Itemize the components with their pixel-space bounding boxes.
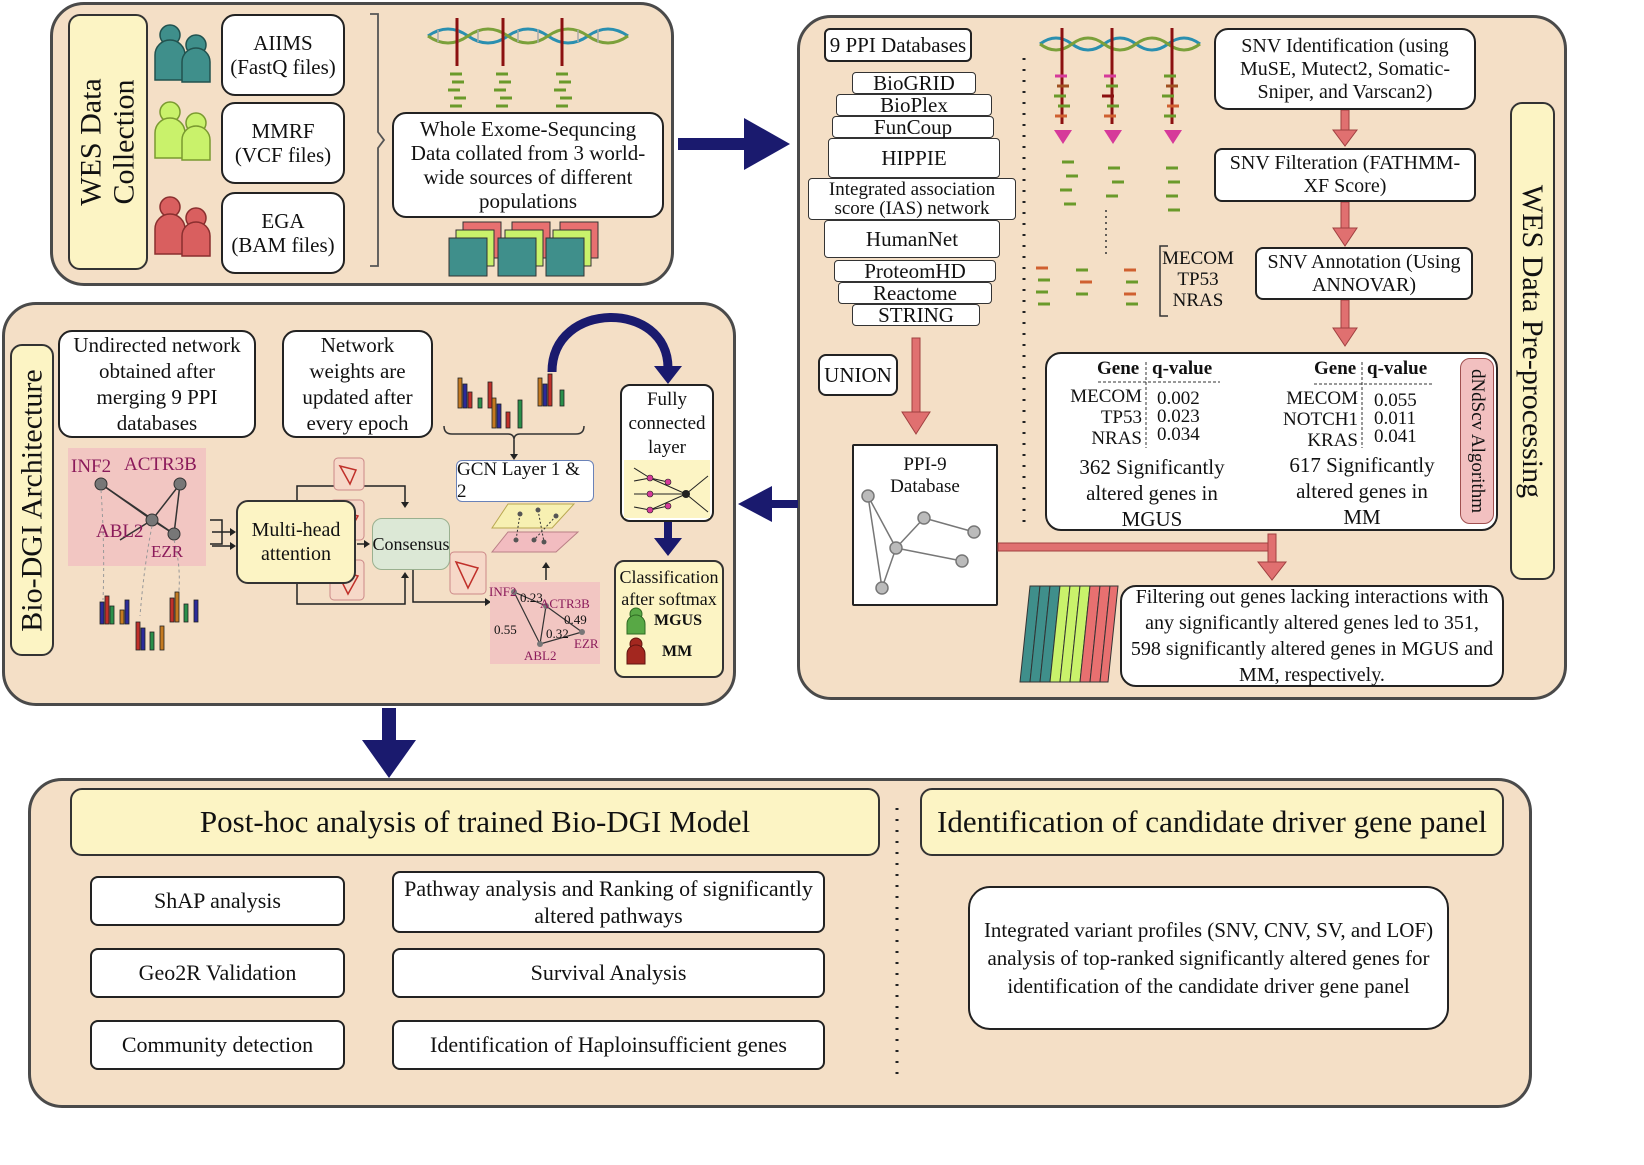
file-stack-icons [448,221,599,277]
posthoc-haploinsufficient-genes: Identification of Haploinsufficient gene… [392,1020,825,1070]
classification-label: Classification after softmax [619,567,719,609]
ppi9-network-graph [861,489,981,595]
ppi-db-reactome: Reactome [838,281,992,305]
snv-annotation-box: SNV Annotation (Using ANNOVAR) [1255,247,1473,300]
collection-to-preprocessing-arrow [678,118,790,170]
ppi9-database-box: PPI-9 Database [852,444,998,606]
posthoc-title: Post-hoc analysis of trained Bio-DGI Mod… [70,788,880,856]
ppi-db-humannet: HumanNet [824,220,1000,258]
wes-summary-box: Whole Exome-Sequncing Data collated from… [392,112,664,218]
mgus-person-icon [626,607,646,635]
ppi-header-box: 9 PPI Databases [824,28,972,62]
dndscv-algorithm-label: dNdScv Algorithm [1460,358,1494,524]
preprocessing-to-architecture-arrow [738,486,798,522]
read-stack-icons [1054,74,1179,118]
class-mgus-label: MGUS [654,612,702,629]
filter-result-box: Filtering out genes lacking interactions… [1120,585,1504,687]
source-aiims: AIIMS(FastQ files) [221,14,345,96]
weighted-node-ezr: EZR [574,636,599,651]
mm-q-header: q-value [1367,358,1428,379]
ppi-db-funcoup: FunCoup [832,115,994,139]
input-node-actr3b: ACTR3B [124,454,197,475]
input-graph-panel [68,448,206,566]
mgus-q-col: 0.002 0.023 0.034 [1157,388,1200,445]
union-box: UNION [818,354,898,396]
edge-weight-4: 0.32 [546,626,569,641]
source-ega: EGA(BAM files) [221,192,345,274]
mmrf-people-icon [154,101,211,161]
aiims-people-icon [154,24,211,83]
input-node-ezr: EZR [151,542,184,561]
ega-people-icon [154,196,211,257]
weighted-node-inf2: INF2 [489,584,517,599]
posthoc-community-detection: Community detection [90,1020,345,1070]
architecture-to-posthoc-arrow [362,708,416,778]
mgus-significant-summary: 362 Significantly altered genes in MGUS [1079,455,1225,531]
posthoc-survival-analysis: Survival Analysis [392,948,825,998]
source-mmrf: MMRF(VCF files) [221,102,345,184]
edge-weight-2: 0.49 [564,612,587,627]
mm-q-col: 0.055 0.011 0.041 [1374,390,1417,447]
weighted-node-actr3b: ACTR3B [540,596,590,611]
read-stack-icons [448,72,572,108]
ppi-db-string: STRING [852,303,980,327]
gcn-layers-icon [490,503,580,553]
mgus-gene-header: Gene [1097,358,1140,379]
ppi-db-ias: Integrated association score (IAS) netwo… [808,178,1016,220]
read-cut-lines [455,18,564,66]
example-gene-list: MECOM TP53 NRAS [1162,248,1234,311]
posthoc-geo2r-validation: Geo2R Validation [90,948,345,998]
driver-panel-title: Identification of candidate driver gene … [920,788,1504,856]
network-weights-note: Network weights are updated after every … [282,330,433,438]
input-node-abl2: ABL2 [96,521,144,542]
feature-bars-icon [99,373,565,651]
class-mm-label: MM [662,643,693,660]
ppi-db-proteomhd: ProteomHD [834,259,996,283]
gene-set-stack-icon [1019,585,1119,683]
mgus-gene-col: MECOM TP53 NRAS [1070,386,1142,449]
gcn-layer-box: GCN Layer 1 & 2 [456,459,594,502]
epoch-loop-arrow [547,313,673,373]
undirected-network-note: Undirected network obtained after mergin… [58,330,256,438]
mgus-q-header: q-value [1152,358,1213,379]
posthoc-pathway-analysis: Pathway analysis and Ranking of signific… [392,871,825,933]
wes-collection-title: WES Data Collection [68,14,148,270]
snv-filteration-box: SNV Filteration (FATHMM-XF Score) [1214,148,1476,202]
sources-bracket [370,13,386,267]
mm-significant-summary: 617 Significantly altered genes in MM [1289,453,1435,529]
posthoc-shap-analysis: ShAP analysis [90,876,345,926]
preprocessing-title: WES Data Pre-processing [1510,102,1555,580]
gene-bracket [1159,245,1168,317]
edge-weight-1: 0.23 [520,590,543,605]
ppi-db-hippie: HIPPIE [828,138,1000,178]
mm-gene-col: MECOM NOTCH1 KRAS [1283,388,1358,451]
multi-head-attention-box: Multi-head attention [236,500,356,584]
consensus-box: Consensus [372,518,450,570]
variant-marker-icons [1054,130,1182,144]
mm-person-icon [626,637,646,665]
ppi-db-biogrid: BioGRID [852,71,976,95]
dna-helix-icon [427,27,629,45]
architecture-title: Bio-DGI Architecture [10,344,54,656]
weighted-graph-panel [490,582,600,664]
edge-weight-3: 0.55 [494,622,517,637]
weighted-node-abl2: ABL2 [524,648,557,663]
ppi-db-bioplex: BioPlex [836,93,992,117]
snv-identification-box: SNV Identification (using MuSE, Mutect2,… [1214,28,1476,110]
driver-gene-description: Integrated variant profiles (SNV, CNV, S… [968,886,1449,1030]
mm-gene-header: Gene [1314,358,1357,379]
input-node-inf2: INF2 [71,456,112,477]
